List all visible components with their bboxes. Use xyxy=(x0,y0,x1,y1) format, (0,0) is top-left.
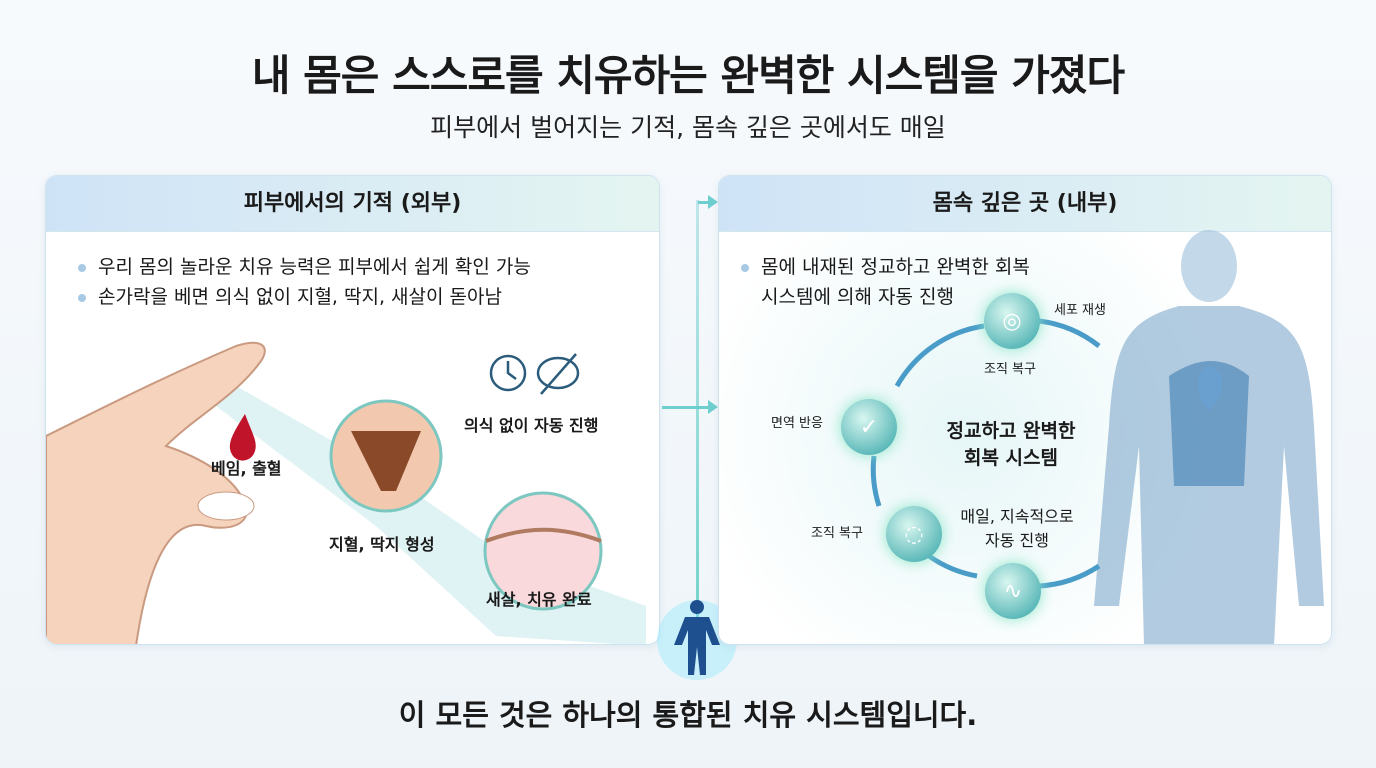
arrow-right-icon xyxy=(698,195,718,209)
skin-panel: 피부에서의 기적 (외부) 우리 몸의 놀라운 치유 능력은 피부에서 쉽게 확… xyxy=(45,175,660,645)
stage-scab: 지혈, 딱지 형성 xyxy=(329,535,435,554)
blood-drop-icon xyxy=(229,414,256,461)
bullet: 우리 몸의 놀라운 치유 능력은 피부에서 쉽게 확인 가능 xyxy=(76,252,531,282)
scab-icon xyxy=(351,431,421,491)
hand-icon xyxy=(46,341,266,644)
clock-icon xyxy=(489,354,527,392)
label-tissue-top: 조직 복구 xyxy=(984,362,1036,377)
bullet: 손가락을 베면 의식 없이 지혈, 딱지, 새살이 돋아남 xyxy=(76,282,531,312)
cell-icon: ◎ xyxy=(984,293,1040,349)
dna-icon: ∿ xyxy=(985,563,1041,619)
label-immune: 면역 반응 xyxy=(771,416,823,431)
cycle-arrows xyxy=(870,318,1101,589)
page-subtitle: 피부에서 벌어지는 기적, 몸속 깊은 곳에서도 매일 xyxy=(430,113,946,142)
stage-cut: 베임, 출혈 xyxy=(211,459,282,478)
continuous-line: 자동 진행 xyxy=(985,531,1049,550)
footer-statement: 이 모든 것은 하나의 통합된 치유 시스템입니다. xyxy=(398,698,978,732)
arrow-right-icon xyxy=(662,400,718,414)
center-line: 정교하고 완벽한 xyxy=(946,420,1076,442)
shield-check-icon: ✓ xyxy=(841,399,897,455)
label-cell-regeneration: 세포 재생 xyxy=(1054,303,1106,318)
continuous-label: 매일, 지속적으로 자동 진행 xyxy=(947,503,1087,551)
continuous-line: 매일, 지속적으로 xyxy=(960,507,1074,526)
connector-line xyxy=(696,200,699,640)
center-title: 정교하고 완벽한 회복 시스템 xyxy=(931,416,1091,470)
thumbnail-icon xyxy=(197,491,255,521)
new-skin-circle xyxy=(483,491,603,611)
stage-healed: 새살, 치유 완료 xyxy=(486,590,592,609)
brain-crossed-icon xyxy=(536,356,580,390)
internal-panel-heading: 몸속 깊은 곳 (내부) xyxy=(719,176,1331,232)
bullet: 몸에 내재된 정교하고 완벽한 회복 시스템에 의해 자동 진행 xyxy=(739,252,1039,312)
skin-healing-illustration xyxy=(46,341,646,644)
tissue-icon: ◌ xyxy=(886,506,942,562)
internal-panel: 몸속 깊은 곳 (내부) 몸에 내재된 정교하고 완벽한 회복 시스템에 의해 … xyxy=(718,175,1332,645)
human-body-illustration xyxy=(1094,230,1324,644)
skin-panel-heading: 피부에서의 기적 (외부) xyxy=(46,176,659,232)
page-title: 내 몸은 스스로를 치유하는 완벽한 시스템을 가졌다 xyxy=(251,51,1125,100)
label-tissue-bottom: 조직 복구 xyxy=(811,526,863,541)
auto-label: 의식 없이 자동 진행 xyxy=(464,416,599,435)
center-line: 회복 시스템 xyxy=(963,447,1058,469)
glowing-human-icon xyxy=(657,600,737,680)
